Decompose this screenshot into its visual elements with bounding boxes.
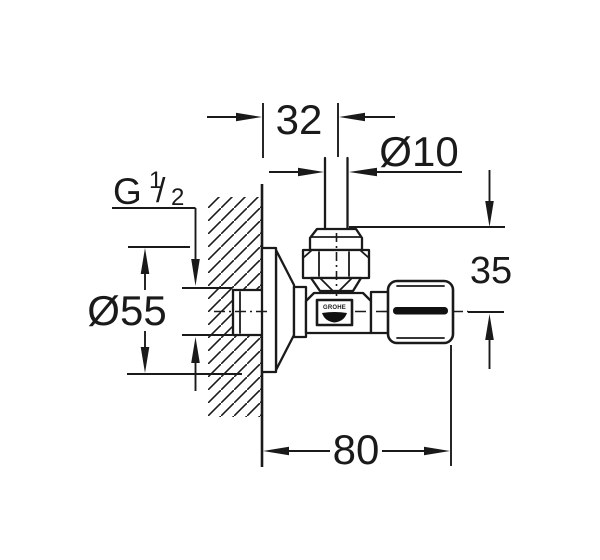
thread-denominator-label: 2 <box>171 184 184 211</box>
arrowhead-left-icon <box>349 167 377 177</box>
arrowhead-right-icon <box>298 167 324 177</box>
arrowhead-up-icon <box>140 248 150 274</box>
nut-chamfer-right <box>359 249 370 259</box>
dim-rosette-diameter: Ø55 <box>87 246 242 375</box>
rosette-neck <box>292 285 308 339</box>
arrowhead-down-icon <box>191 259 200 286</box>
dim-d10-label: Ø10 <box>379 128 458 175</box>
rosette-base <box>260 246 278 374</box>
arrowhead-left-icon <box>263 446 289 456</box>
rosette-cone <box>274 248 296 372</box>
outlet-pipe <box>323 156 349 231</box>
thread-callout: G 1 / 2 <box>112 167 232 391</box>
taper-funnel-left <box>320 278 335 293</box>
dim-outlet-height: 35 <box>349 170 512 369</box>
dim-80-label: 80 <box>333 426 380 473</box>
dim-pipe-diameter: Ø10 <box>269 128 462 177</box>
knob-neck <box>369 290 391 335</box>
logo-text: GROHE <box>323 305 346 311</box>
thread-slash-label: / <box>156 172 166 210</box>
dim-35-label: 35 <box>470 250 512 292</box>
arrowhead-right-icon <box>424 446 450 456</box>
arrowhead-down-icon <box>140 347 150 373</box>
arrowhead-up-icon <box>191 337 200 363</box>
arrowhead-right-icon <box>236 112 262 122</box>
thread-g-label: G <box>113 171 142 212</box>
dimensions: 32 Ø10 G 1 / 2 <box>87 96 512 473</box>
dim-d55-label: Ø55 <box>87 287 166 334</box>
arrowhead-left-icon <box>339 112 365 122</box>
threaded-nipple <box>231 288 265 337</box>
arrowhead-down-icon <box>485 201 494 227</box>
dim-32-label: 32 <box>276 96 323 143</box>
valve-body: GROHE <box>304 291 373 335</box>
nipple-outline <box>231 288 265 337</box>
dim-top-offset: 32 <box>207 96 395 158</box>
thread-numerator-label: 1 <box>149 167 162 194</box>
nut-chamfer-left <box>302 249 313 259</box>
valve-assembly: GROHE <box>231 156 455 374</box>
knob-grip-band <box>393 307 448 315</box>
dim-depth: 80 <box>263 345 452 473</box>
taper-funnel-right <box>337 278 352 293</box>
wall-rosette <box>260 246 308 374</box>
handle-knob <box>369 279 455 345</box>
centerlines <box>214 233 468 313</box>
arrowhead-up-icon <box>485 314 494 340</box>
logo-swoosh <box>322 312 347 323</box>
